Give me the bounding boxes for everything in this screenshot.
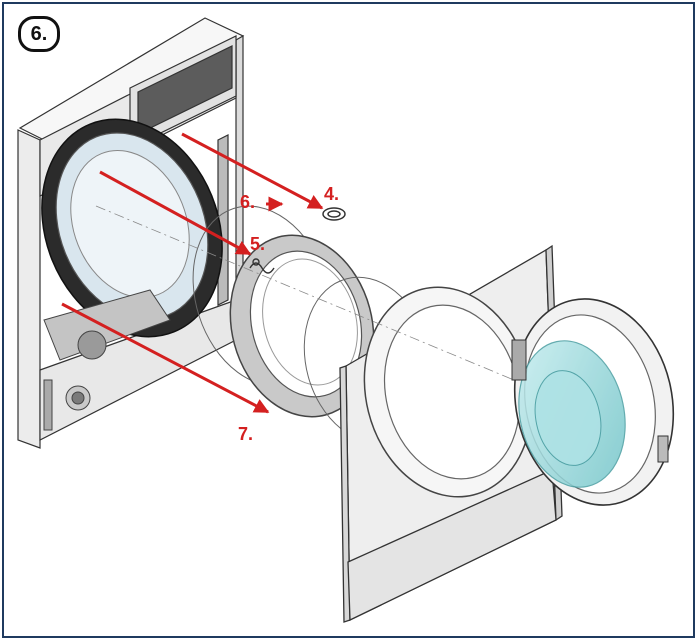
arrow-4 (181, 132, 324, 210)
callout-label-5: 5. (250, 234, 265, 254)
front-panel (339, 244, 563, 623)
step-number-badge: 6. (18, 16, 60, 52)
callout-label-7: 7. (238, 424, 253, 444)
callout-label-6: 6. (240, 192, 255, 212)
lower-internals (43, 289, 171, 431)
drum-opening (41, 118, 223, 338)
arrow-5 (99, 170, 252, 256)
spring-part-5 (249, 258, 275, 274)
door-assembly (511, 298, 675, 506)
arrow-7 (61, 302, 270, 414)
callout-label-4: 4. (324, 184, 339, 204)
clamp-part-4 (322, 207, 346, 221)
door-gasket (229, 234, 375, 418)
callout-arrows (61, 132, 324, 414)
